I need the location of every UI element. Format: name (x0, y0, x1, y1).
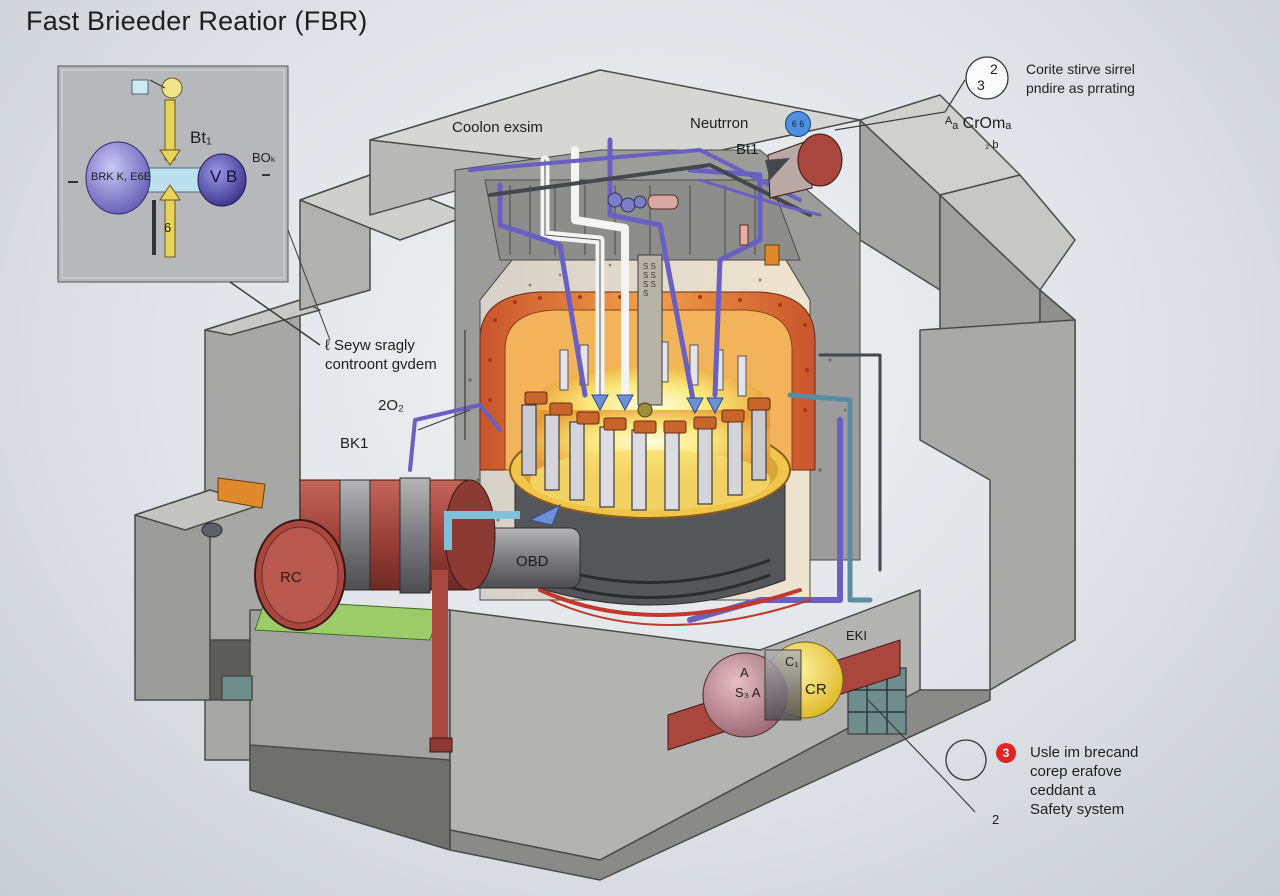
inset-schematic-panel (57, 65, 331, 346)
top-right-note-line-2: pndire as prrating (1026, 80, 1135, 96)
bottom-right-note-line-3: ceddant a (1030, 782, 1096, 799)
note-top-circle-bottom: 3 (977, 77, 985, 93)
note-bottom-badge: 3 (996, 743, 1016, 763)
inset-right-label: BOₖ (252, 150, 277, 165)
inset-left-sphere-label: BRK K, E6E (91, 171, 151, 183)
obd-label: OBD (516, 553, 549, 570)
rod-caps (524, 391, 771, 434)
ek1-label: EKI (846, 628, 867, 643)
safety-control-label: ℓ Seyw sragly controont gvdem (325, 336, 437, 374)
safety-control-line-2: controont gvdem (325, 356, 437, 373)
note-top-circle-top: 2 (990, 61, 998, 77)
inset-right-sphere-label: V B (210, 167, 238, 186)
s3a-label: S₃ A (735, 685, 761, 700)
callout-leaders (417, 79, 976, 813)
co2-label: 2O₂ (378, 397, 404, 414)
bt1-label: Bt1 (736, 141, 759, 158)
cr-label: CR (805, 681, 827, 698)
bottom-right-note-line-4: Safety system (1030, 801, 1125, 818)
inset-bottom-label: 6 (164, 220, 172, 235)
a-label: A (740, 665, 749, 680)
coolant-exit-label: Coolon exsim (452, 119, 543, 136)
bottom-note-subscript: 2 (992, 812, 1000, 827)
c-label: C₁ (785, 654, 799, 669)
piping (408, 137, 882, 626)
bottom-right-note-line-1: Usle im brecand (1030, 744, 1139, 761)
diagram-title: Fast Brieeder Reatior (FBR) (26, 6, 368, 36)
fuel-rod-ring (521, 404, 767, 511)
top-right-note-line-1: Corite stirve sirrel (1026, 61, 1135, 77)
callout-circle-top (965, 56, 1009, 100)
control-drive-mechanisms (607, 192, 780, 266)
secondary-heat-exchanger (667, 639, 901, 751)
bottom-right-note: Usle im brecand corep erafove ceddant a … (1030, 743, 1138, 819)
formula-sub-label: ₂ b (985, 139, 999, 151)
safety-control-line-1: ℓ Seyw sragly (325, 337, 415, 354)
callout-loop-bottom (945, 739, 987, 781)
bk1-label: BK1 (340, 435, 369, 452)
blue-indicator-badge: 6 6 (785, 111, 811, 137)
bottom-right-note-line-2: corep erafove (1030, 763, 1122, 780)
flow-arrows (528, 394, 724, 526)
neutron-label: Neutrron (690, 115, 749, 132)
top-right-note: Corite stirve sirrel pndire as prrating (1026, 60, 1135, 98)
primary-pump-assembly (201, 477, 581, 753)
inset-top-label: Bt₁ (190, 128, 212, 147)
central-column (637, 254, 663, 418)
core-column-label: S S S S S S S (643, 262, 656, 298)
rc-label: RC (280, 569, 302, 586)
neutron-source-unit (765, 133, 843, 199)
formula-label: ᴬₐ CrOmₐ (945, 115, 1012, 132)
